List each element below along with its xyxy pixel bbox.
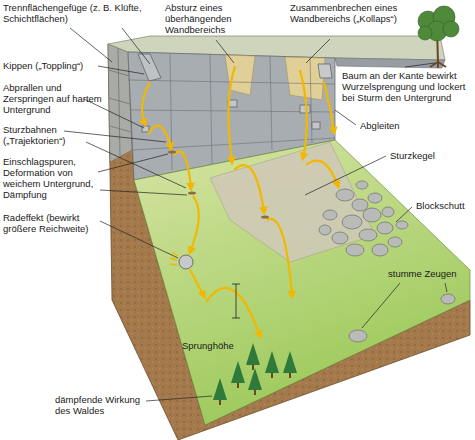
conifer <box>265 351 279 373</box>
impact-mark <box>261 215 269 218</box>
conifer <box>248 368 262 390</box>
leader-line <box>122 28 150 64</box>
leader-line <box>216 40 234 63</box>
boulder <box>388 237 402 247</box>
joint-lines <box>109 48 131 156</box>
callout-label: Radeffekt (bewirkt größere Reichweite) <box>3 212 105 234</box>
falling-block <box>142 126 149 132</box>
leader-line <box>305 156 386 195</box>
boulder <box>382 207 394 217</box>
trajectory <box>148 126 171 148</box>
roll-marks <box>170 252 178 265</box>
boulder <box>336 189 354 201</box>
boulder <box>363 208 381 222</box>
leader-line <box>362 283 400 328</box>
jump-height-bar <box>232 284 240 318</box>
sliding-block <box>318 64 332 78</box>
slope-surface <box>134 140 470 425</box>
callout-label: Baum an der Kante bewirkt Wurzelsprengun… <box>342 70 470 103</box>
callout-label: Blockschutt <box>416 200 465 211</box>
crown-part <box>418 26 432 40</box>
boulder <box>332 232 348 244</box>
boulder <box>356 181 368 189</box>
leader-line <box>64 131 166 142</box>
leader-line <box>306 39 330 63</box>
callout-label: Kippen („Toppling“) <box>3 60 107 71</box>
trajectory <box>267 219 292 296</box>
conifer <box>213 378 227 400</box>
boulder <box>368 193 382 203</box>
conifer <box>231 361 245 383</box>
impact-marks <box>168 150 269 218</box>
toppling-block <box>138 54 161 81</box>
callout-label: Sturzkegel <box>390 150 435 161</box>
strata-lines <box>128 53 335 170</box>
boulder <box>342 215 362 229</box>
leader-line <box>445 283 447 292</box>
trajectory <box>300 70 307 158</box>
callout-label: Sturzbahnen („Trajektorien“) <box>3 124 103 146</box>
forest <box>213 343 297 405</box>
callout-label: Zusammenbrechen eines Wandbereichs („Kol… <box>290 2 410 24</box>
trajectory <box>190 196 199 252</box>
silent-witness-boulder <box>349 330 367 342</box>
boulder <box>346 244 364 256</box>
trajectory <box>142 82 150 124</box>
falling-block <box>300 105 310 113</box>
soil-section <box>108 44 470 440</box>
callout-label: Abgleiten <box>360 120 400 131</box>
impact-mark <box>188 191 196 194</box>
falling-block <box>312 122 320 129</box>
leader-line <box>335 110 356 125</box>
conifer <box>283 351 297 373</box>
boulder <box>372 244 388 256</box>
boulder <box>377 222 393 234</box>
leader-line <box>100 221 178 258</box>
callout-label: Trennflächengefüge (z. B. Klüfte, Schich… <box>3 2 153 24</box>
callout-label: Abprallen und Zerspringen auf hartem Unt… <box>3 82 103 115</box>
trajectory <box>234 165 264 212</box>
conifer <box>246 343 260 365</box>
trajectory <box>228 66 235 162</box>
leader-line <box>86 142 186 188</box>
boulder <box>352 199 368 211</box>
callout-label: Absturz eines überhängenden Wandbereichs <box>165 2 277 35</box>
leader-line <box>98 66 144 74</box>
boulder <box>323 210 337 220</box>
callout-label: Einschlagspuren, Deformation von weichem… <box>3 156 105 200</box>
leader-line <box>100 190 187 195</box>
tree-crown <box>418 6 459 41</box>
spur-face <box>335 58 445 68</box>
trajectories <box>142 66 338 336</box>
callout-label: dämpfende Wirkung des Waldes <box>55 394 150 416</box>
impact-mark <box>168 150 176 153</box>
slide-path <box>324 82 334 132</box>
boulder <box>319 225 331 235</box>
talus-cone <box>210 142 375 262</box>
callout-label: Sprunghöhe <box>182 340 234 351</box>
trajectory <box>306 161 338 186</box>
leader-line <box>146 396 212 401</box>
crown-part <box>443 21 459 37</box>
silent-witness-boulder <box>441 294 455 304</box>
leader-line <box>70 28 112 62</box>
callout-label: stumme Zeugen <box>388 268 457 279</box>
leader-line <box>396 207 412 222</box>
boulder <box>359 229 377 241</box>
trajectory <box>190 270 204 296</box>
trajectory <box>174 151 191 188</box>
rolling-boulder <box>179 255 193 269</box>
trajectory <box>206 288 260 336</box>
boulder <box>396 221 408 229</box>
falling-blocks <box>142 100 320 132</box>
leader-line <box>98 154 168 172</box>
leader-line <box>405 63 435 67</box>
